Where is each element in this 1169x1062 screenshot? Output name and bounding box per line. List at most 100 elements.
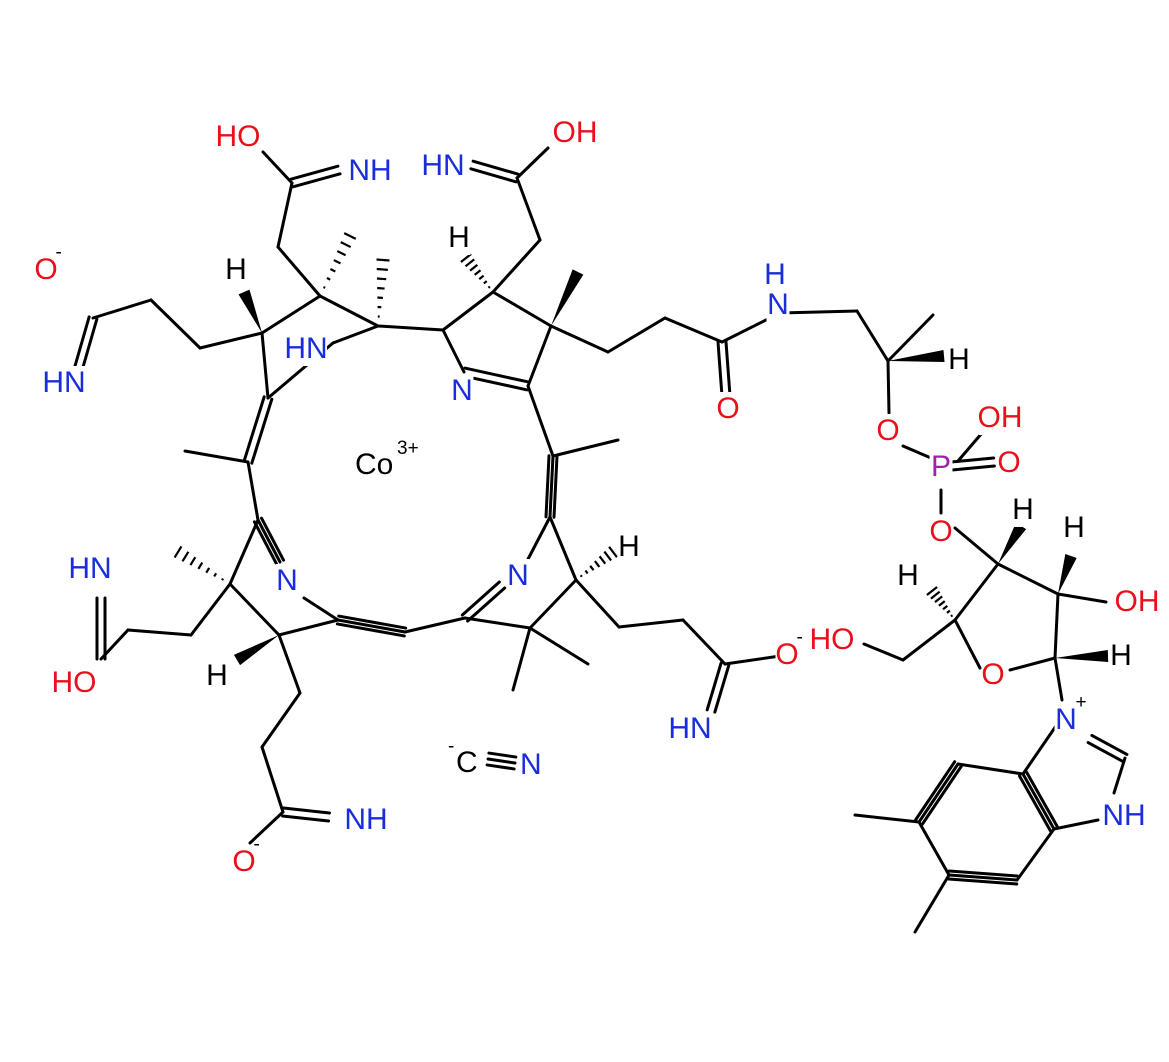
atom-label-backing: [34, 253, 58, 287]
single-bond: [886, 359, 891, 415]
atom-label-backing: [811, 623, 853, 657]
single-bond: [1021, 721, 1060, 776]
atom-label: H: [618, 530, 640, 563]
single-bond: [778, 309, 859, 315]
atom-label: O: [997, 446, 1020, 479]
hashed-wedge-stroke: [473, 269, 482, 276]
hashed-wedge-stroke: [950, 614, 954, 618]
atom-label: O: [876, 414, 899, 447]
atom-label: H: [1012, 493, 1034, 526]
single-bond: [260, 294, 322, 335]
triple-bond-stroke: [485, 763, 516, 771]
hashed-wedge-stroke: [333, 259, 341, 265]
double-bond-stroke: [724, 340, 732, 398]
atom-label: O: [981, 658, 1004, 691]
single-bond: [524, 515, 552, 565]
single-bond: [1053, 656, 1064, 702]
hashed-wedge-stroke: [930, 590, 941, 600]
single-bond: [276, 245, 322, 298]
atom-label: HO: [52, 666, 97, 699]
atom-label: NH: [348, 154, 391, 187]
single-bond: [886, 313, 935, 363]
charge-label: -: [56, 242, 62, 263]
hashed-wedge-stroke: [483, 280, 488, 285]
hashed-wedge-stroke: [326, 277, 331, 281]
single-bond: [551, 438, 620, 458]
single-bond: [526, 384, 555, 458]
hashed-wedge-stroke: [460, 253, 472, 263]
hashed-wedge-stroke: [942, 604, 949, 611]
hashed-wedge-stroke: [376, 258, 390, 262]
charge-label: -: [254, 834, 260, 855]
atom-label-backing: [205, 659, 229, 693]
single-bond: [1015, 827, 1056, 882]
single-bond: [953, 526, 1000, 566]
single-bond: [1021, 772, 1056, 831]
stereo-wedge-layer: [173, 232, 1109, 666]
double-bond-stroke: [716, 340, 724, 398]
atom-label: H: [206, 659, 228, 692]
double-bond-stroke: [713, 663, 731, 714]
atom-label: OH: [1115, 585, 1160, 618]
hashed-wedge-stroke: [376, 277, 387, 281]
atom-label-backing: [979, 401, 1021, 435]
single-bond: [331, 324, 380, 345]
atom-label: O: [929, 515, 952, 548]
atom-label-backing: [450, 374, 474, 408]
hashed-wedge-stroke: [336, 250, 347, 257]
hashed-wedge-stroke: [213, 572, 218, 578]
double-bond-stroke: [252, 520, 278, 566]
atom-label: HN: [668, 712, 711, 745]
single-bond: [1008, 656, 1057, 672]
double-bond-stroke: [281, 806, 331, 815]
hashed-wedge-stroke: [377, 286, 385, 290]
double-bond-stroke: [1024, 770, 1059, 829]
single-bond: [549, 324, 610, 354]
atom-label-backing: [422, 149, 464, 183]
atom-label-backing: [285, 332, 327, 366]
single-bond: [917, 820, 951, 877]
double-bond-stroke: [1086, 741, 1125, 764]
triple-bond-stroke: [487, 751, 518, 759]
single-bond: [853, 813, 921, 824]
hashed-wedge-stroke: [340, 241, 352, 249]
atom-label-backing: [217, 120, 259, 154]
solid-wedge-bond: [888, 350, 945, 362]
hashed-wedge-stroke: [946, 609, 951, 614]
atom-label-backing: [232, 845, 256, 879]
single-bond: [376, 324, 445, 332]
atom-label: HN: [421, 149, 464, 182]
double-bond-stroke: [920, 764, 963, 826]
atom-label-backing: [275, 564, 299, 598]
single-bond: [228, 582, 281, 637]
atom-label: H: [1063, 511, 1085, 544]
solid-wedge-bond: [1055, 650, 1109, 662]
hashed-wedge-stroke: [584, 569, 589, 575]
single-bond: [901, 618, 957, 662]
solid-wedge-bond: [998, 522, 1027, 564]
hashed-wedge-stroke: [934, 595, 943, 604]
cyanide-charge: -: [448, 736, 454, 757]
triple-bond-stroke: [486, 757, 517, 765]
atom-label-backing: [929, 515, 953, 549]
single-bond: [261, 150, 294, 185]
solid-wedge-bond: [551, 269, 584, 326]
single-bond: [183, 449, 250, 464]
single-bond: [548, 454, 555, 519]
hashed-wedge-stroke: [329, 268, 336, 273]
single-bond: [149, 298, 202, 350]
atom-label: O: [232, 845, 255, 878]
single-bond: [953, 618, 982, 670]
single-bond: [996, 562, 1060, 596]
atom-label-backing: [1011, 493, 1035, 527]
double-bond-stroke: [544, 454, 551, 519]
single-bond: [913, 873, 951, 934]
atom-label-backing: [766, 288, 790, 322]
double-bond-stroke: [1090, 733, 1129, 756]
atom-label: N: [451, 374, 473, 407]
hashed-wedge-stroke: [938, 600, 946, 607]
single-bond: [574, 578, 621, 629]
cobalt-label: Co: [355, 448, 393, 481]
